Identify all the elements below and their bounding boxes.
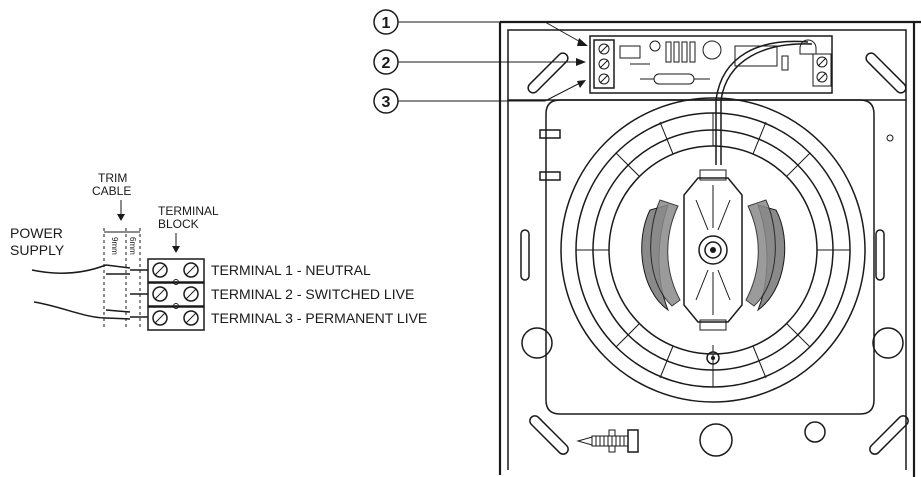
fan-grille bbox=[560, 97, 866, 403]
terminal-block-label-line2: BLOCK bbox=[158, 217, 199, 231]
power-supply-label-line2: SUPPLY bbox=[10, 242, 65, 258]
callout-2: 2 bbox=[373, 49, 586, 75]
terminal-screw-icon bbox=[152, 262, 199, 326]
mounting-holes bbox=[521, 134, 904, 457]
terminal-1-label: TERMINAL 1 - NEUTRAL bbox=[211, 262, 371, 278]
fan-unit bbox=[498, 20, 921, 477]
terminal-block-label-line1: TERMINAL bbox=[158, 204, 219, 218]
trim-cable-label-line1: TRIM bbox=[98, 171, 127, 185]
pcb-terminal-screw-icon bbox=[598, 43, 828, 85]
wiring-detail: POWER SUPPLY TRIM CABLE TERMINAL BLOCK 9… bbox=[10, 171, 427, 331]
callout-3-number: 3 bbox=[382, 94, 391, 111]
trim-cable-label-line2: CABLE bbox=[92, 184, 131, 198]
terminal-2-label: TERMINAL 2 - SWITCHED LIVE bbox=[211, 286, 414, 302]
callout-2-number: 2 bbox=[382, 55, 391, 72]
mounting-slots bbox=[520, 52, 909, 455]
callout-1: 1 bbox=[373, 9, 588, 46]
callout-1-number: 1 bbox=[382, 15, 391, 32]
screw-icon bbox=[576, 429, 639, 453]
callouts: 1 2 3 bbox=[373, 9, 588, 114]
fan-impeller bbox=[641, 169, 786, 365]
terminal-block-arrow-icon bbox=[172, 233, 180, 253]
inner-housing bbox=[545, 99, 875, 415]
strip-6mm-label: 6mm bbox=[128, 237, 137, 255]
strip-9mm-label: 9mm bbox=[110, 237, 119, 255]
power-supply-label-line1: POWER bbox=[10, 225, 63, 241]
motor-lead bbox=[715, 40, 809, 165]
terminal-3-label: TERMINAL 3 - PERMANENT LIVE bbox=[211, 310, 427, 326]
trim-cable-arrow-icon bbox=[117, 200, 125, 221]
fan-housing bbox=[498, 20, 921, 477]
terminal-block bbox=[147, 258, 205, 331]
power-cable bbox=[31, 264, 148, 320]
callout-3: 3 bbox=[373, 80, 586, 114]
